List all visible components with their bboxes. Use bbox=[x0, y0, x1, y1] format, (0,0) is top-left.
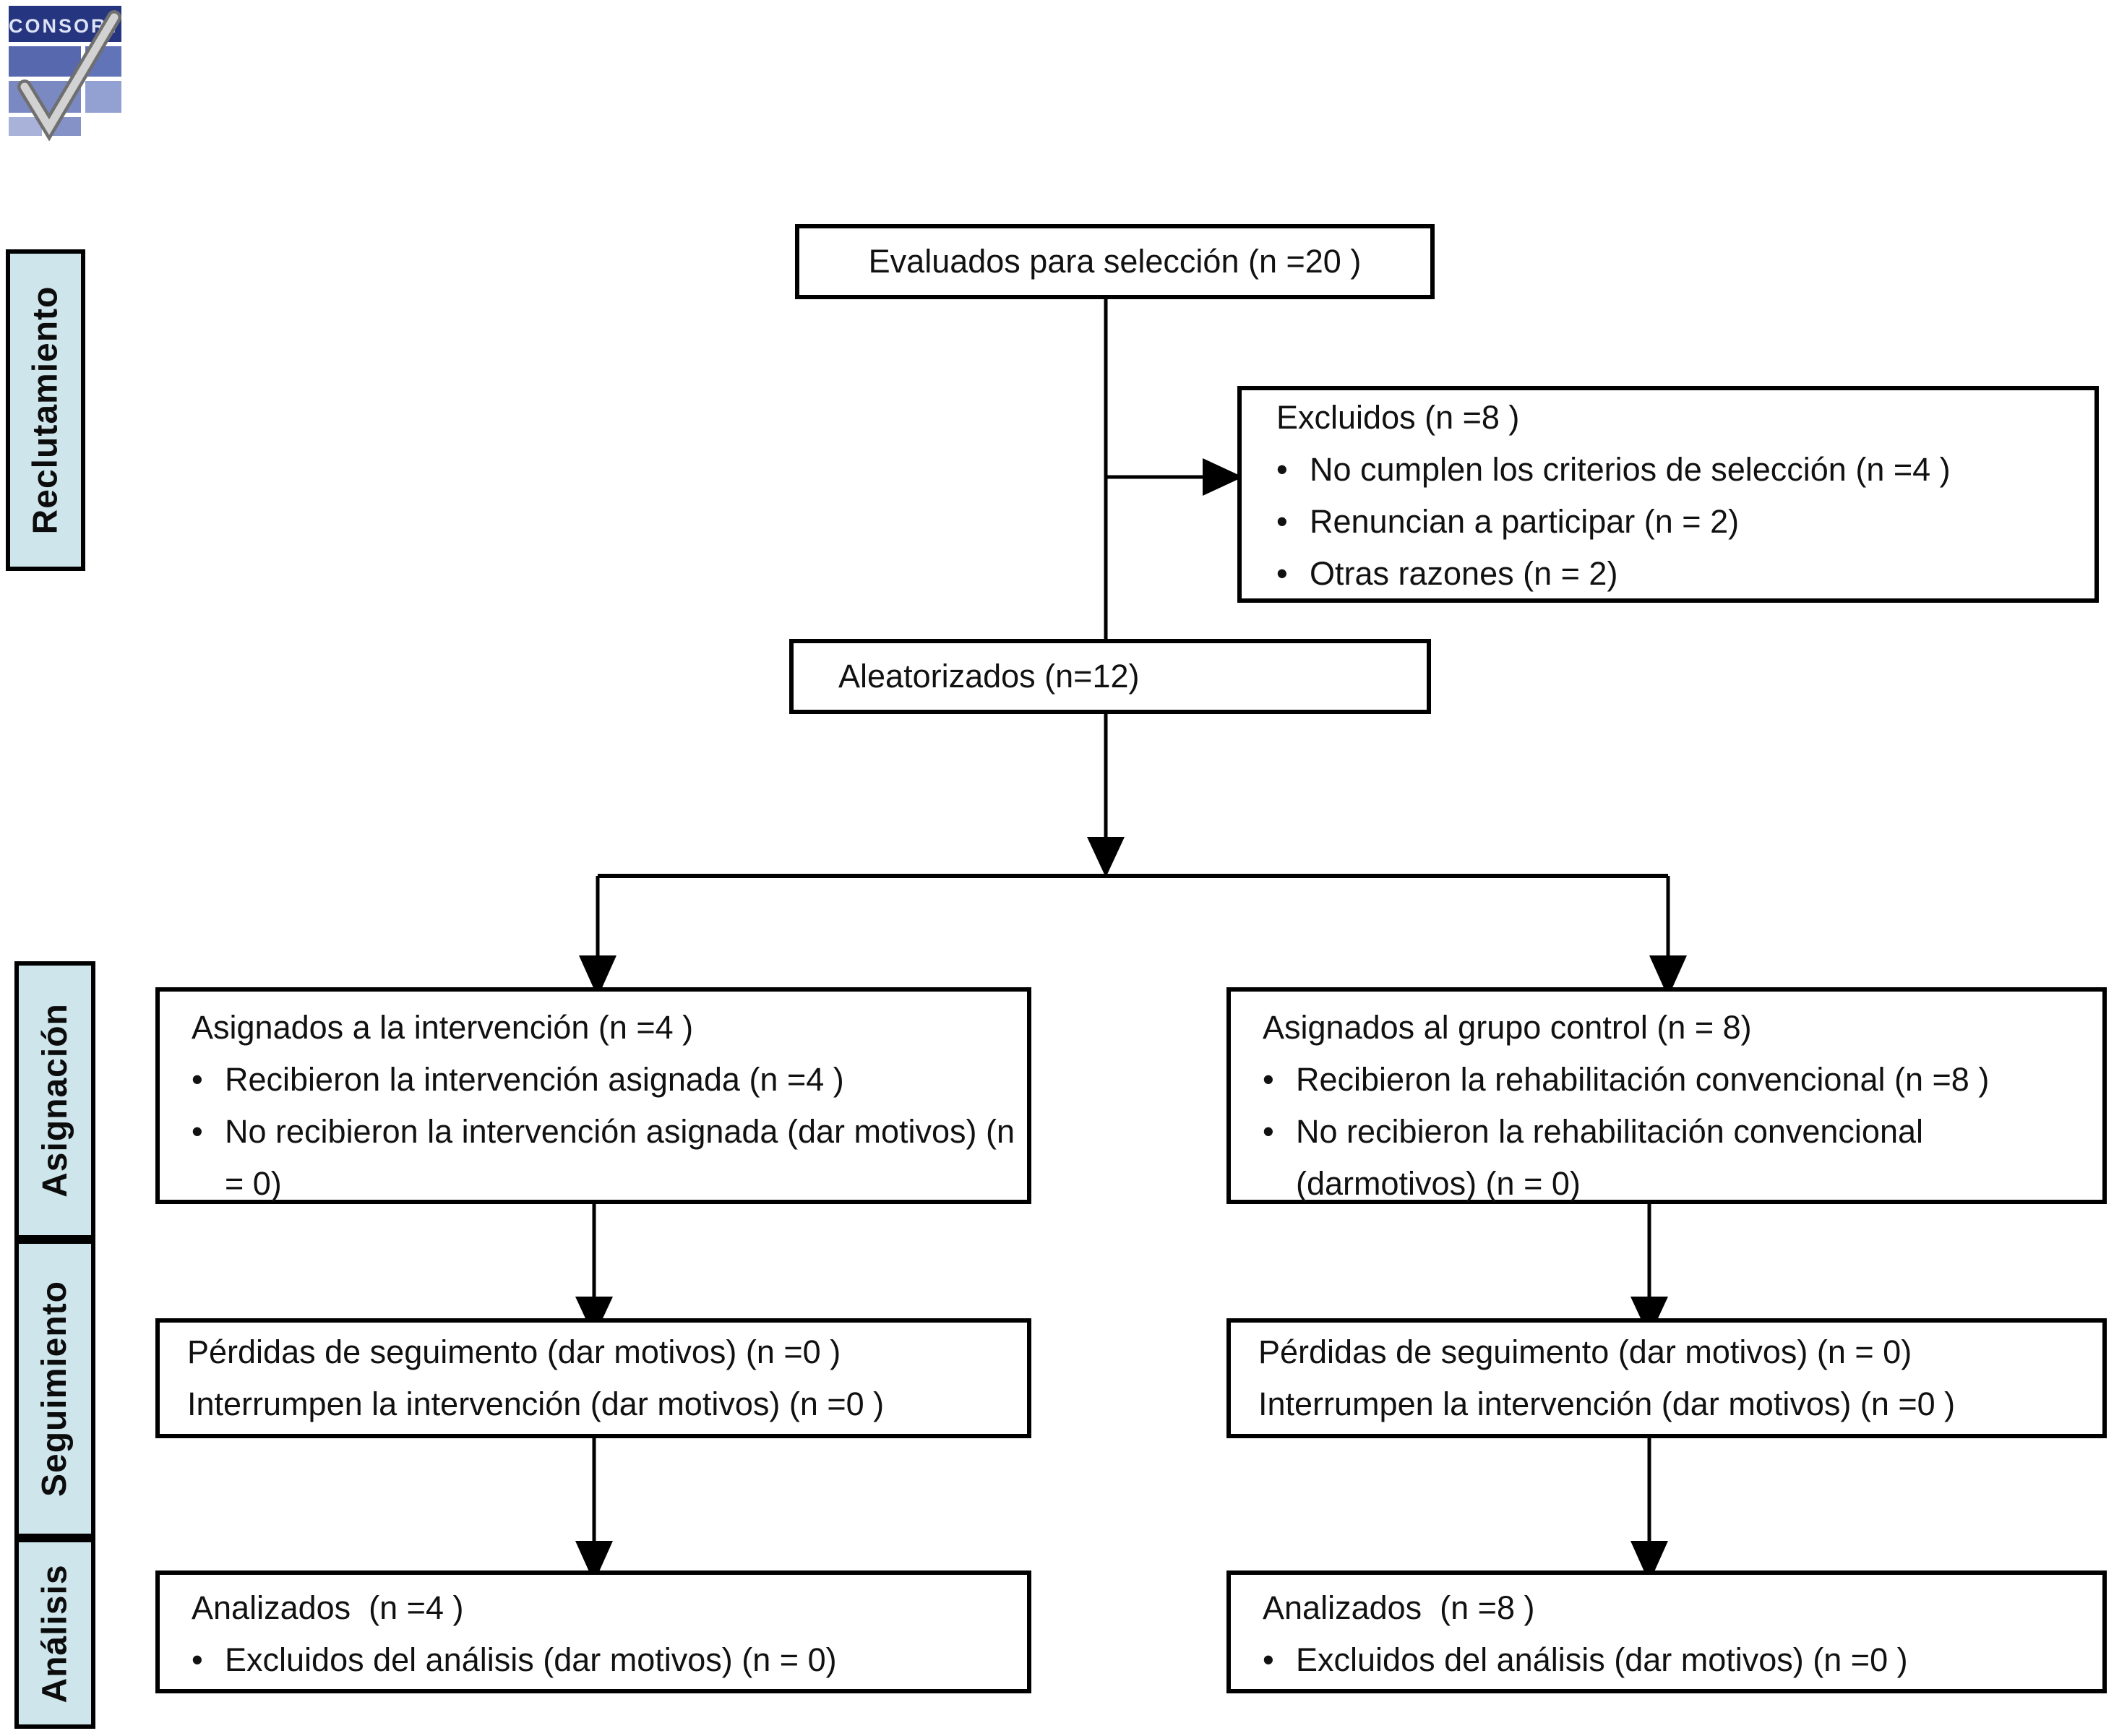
allocation-intervention-box: Asignados a la intervención (n =4 ) • Re… bbox=[155, 987, 1031, 1204]
bullet-icon: • bbox=[1263, 1113, 1284, 1150]
analysis-control-title: Analizados (n =8 ) bbox=[1263, 1589, 1535, 1626]
excluded-title: Excluidos (n =8 ) bbox=[1276, 399, 1520, 436]
arrowhead-down-icon bbox=[1630, 1541, 1668, 1583]
connector-followup-to-analysis-left bbox=[575, 1438, 613, 1583]
bullet-icon: • bbox=[1276, 555, 1297, 592]
connector-allocation-to-followup-right bbox=[1630, 1203, 1668, 1337]
allocation-intervention-bullet: • No recibieron la intervención asignada… bbox=[192, 1106, 1018, 1210]
allocation-intervention-title: Asignados a la intervención (n =4 ) bbox=[192, 1009, 694, 1046]
randomized-box: Aleatorizados (n=12) bbox=[789, 639, 1431, 714]
allocation-control-bullet: • No recibieron la rehabilitación conven… bbox=[1263, 1106, 2094, 1210]
consort-logo: CONSORT bbox=[9, 6, 121, 142]
followup-control-line: Interrumpen la intervención (dar motivos… bbox=[1258, 1385, 1956, 1422]
bullet-icon: • bbox=[1263, 1061, 1284, 1098]
sidebar-phase-allocation: Asignación bbox=[14, 961, 95, 1239]
assessed-text: Evaluados para selección (n =20 ) bbox=[868, 243, 1362, 280]
sidebar-phase-followup: Seguimiento bbox=[14, 1239, 95, 1538]
bullet-icon: • bbox=[1276, 451, 1297, 488]
arrowhead-down-icon bbox=[1649, 955, 1687, 997]
bullet-icon: • bbox=[192, 1113, 212, 1150]
connector-split-to-allocation-right bbox=[1649, 876, 1687, 997]
analysis-control-box: Analizados (n =8 ) • Excluidos del análi… bbox=[1226, 1570, 2107, 1693]
logo-checkmark-icon bbox=[17, 10, 121, 142]
followup-intervention-box: Pérdidas de seguimento (dar motivos) (n … bbox=[155, 1318, 1031, 1438]
arrowhead-down-icon bbox=[579, 955, 616, 997]
allocation-control-title: Asignados al grupo control (n = 8) bbox=[1263, 1009, 1752, 1046]
allocation-intervention-bullet: • Recibieron la intervención asignada (n… bbox=[192, 1054, 1018, 1106]
analysis-intervention-bullet: • Excluidos del análisis (dar motivos) (… bbox=[192, 1634, 1018, 1686]
arrowhead-down-icon bbox=[1630, 1297, 1668, 1337]
bullet-icon: • bbox=[1276, 503, 1297, 540]
excluded-box: Excluidos (n =8 ) • No cumplen los crite… bbox=[1237, 386, 2099, 603]
followup-control-box: Pérdidas de seguimento (dar motivos) (n … bbox=[1226, 1318, 2107, 1438]
excluded-bullet: • Renuncian a participar (n = 2) bbox=[1276, 496, 2086, 548]
connector-followup-to-analysis-right bbox=[1630, 1438, 1668, 1583]
randomized-text: Aleatorizados (n=12) bbox=[838, 658, 1140, 695]
analysis-intervention-box: Analizados (n =4 ) • Excluidos del análi… bbox=[155, 1570, 1031, 1693]
sidebar-phase-analysis: Análisis bbox=[14, 1538, 95, 1729]
arrowhead-down-icon bbox=[1087, 837, 1125, 877]
excluded-bullet: • Otras razones (n = 2) bbox=[1276, 548, 2086, 600]
analysis-intervention-title: Analizados (n =4 ) bbox=[192, 1589, 464, 1626]
followup-control-line: Pérdidas de seguimento (dar motivos) (n … bbox=[1258, 1333, 1912, 1370]
followup-intervention-line: Interrumpen la intervención (dar motivos… bbox=[187, 1385, 885, 1422]
bullet-icon: • bbox=[1263, 1641, 1284, 1678]
excluded-bullet: • No cumplen los criterios de selección … bbox=[1276, 444, 2086, 496]
allocation-control-box: Asignados al grupo control (n = 8) • Rec… bbox=[1226, 987, 2107, 1204]
assessed-box: Evaluados para selección (n =20 ) bbox=[795, 224, 1435, 299]
followup-intervention-line: Pérdidas de seguimento (dar motivos) (n … bbox=[187, 1333, 841, 1370]
analysis-control-bullet: • Excluidos del análisis (dar motivos) (… bbox=[1263, 1634, 2094, 1686]
connector-allocation-to-followup-left bbox=[575, 1203, 613, 1337]
arrowhead-down-icon bbox=[575, 1297, 613, 1337]
connector-split-to-allocation-left bbox=[579, 876, 616, 997]
allocation-control-bullet: • Recibieron la rehabilitación convencio… bbox=[1263, 1054, 2094, 1106]
arrowhead-down-icon bbox=[575, 1541, 613, 1583]
connector-randomized-to-split bbox=[1087, 714, 1125, 877]
sidebar-phase-recruitment: Reclutamiento bbox=[6, 249, 85, 571]
bullet-icon: • bbox=[192, 1641, 212, 1678]
bullet-icon: • bbox=[192, 1061, 212, 1098]
arrowhead-right-icon bbox=[1203, 458, 1243, 496]
connector-branch-to-excluded bbox=[1106, 458, 1243, 496]
